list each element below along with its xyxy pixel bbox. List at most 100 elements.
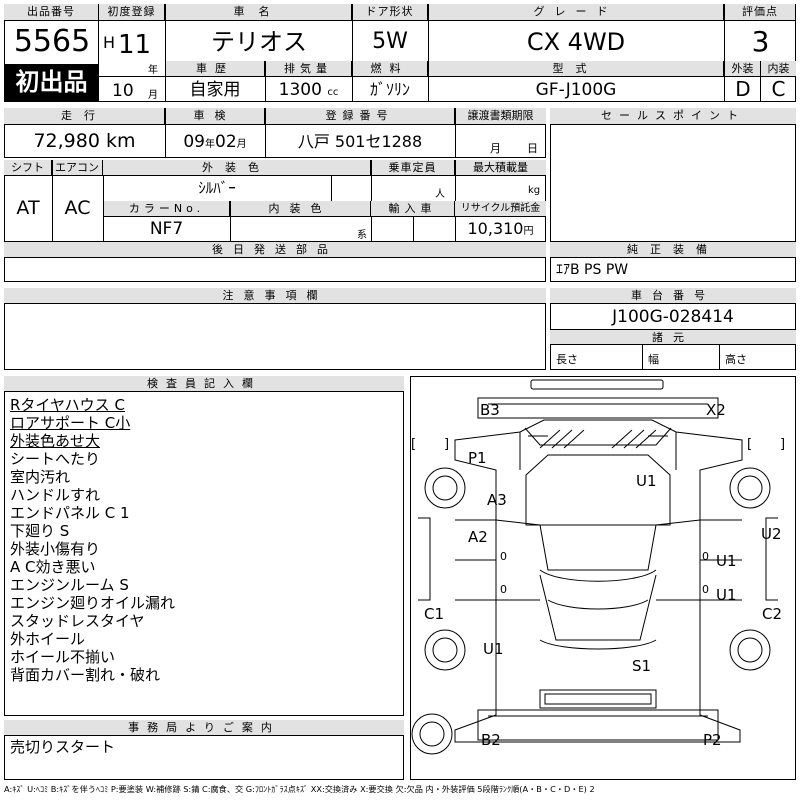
- inspector-line: 外装小傷有り: [10, 540, 101, 558]
- ext-color: ｼﾙﾊﾞｰ: [198, 179, 236, 197]
- car-name: テリオス: [211, 28, 307, 56]
- load-label: 最大積載量: [455, 160, 546, 176]
- load-unit: kg: [528, 185, 541, 196]
- first-listing-text: 初出品: [15, 68, 88, 96]
- displacement: 1300 cc: [265, 79, 352, 104]
- chassis-label: 車台番号: [550, 288, 796, 304]
- transfer-day-unit: 日: [527, 142, 538, 155]
- tire-zero-right-1: 0: [702, 550, 709, 563]
- inspection-label: 車検: [165, 108, 265, 125]
- insp-month-unit: 月: [236, 139, 247, 150]
- damage-code-x2: X2: [706, 401, 726, 419]
- bracket-open-left: [: [411, 437, 417, 452]
- genuine-label: 純正装備: [550, 242, 796, 258]
- inspector-line: エンジン廻りオイル漏れ: [10, 594, 176, 612]
- mileage: 72,980 km: [4, 128, 165, 154]
- inspector-line: 下廻り S: [10, 522, 70, 540]
- displacement-label: 排気量: [265, 61, 352, 77]
- int-color-label: 内装色: [230, 201, 371, 217]
- shift: AT: [16, 197, 40, 219]
- office-text: 売切りスタート: [10, 738, 116, 756]
- bracket-open-right: [: [747, 437, 753, 452]
- damage-code-a3: A3: [487, 491, 507, 509]
- inspector-line: シートへたり: [10, 450, 101, 468]
- inspector-line: ハンドルすれ: [10, 486, 101, 504]
- first-reg-month: 10: [112, 81, 134, 101]
- score: 3: [751, 25, 770, 58]
- recycle-value: 10,310: [467, 219, 524, 238]
- width-label: 幅: [648, 353, 659, 366]
- inspector-line: エンジンルーム S: [10, 576, 129, 594]
- tire-zero-left-1: 0: [500, 550, 507, 563]
- door: 5W: [372, 29, 408, 54]
- fuel: ｶﾞｿﾘﾝ: [369, 80, 410, 99]
- inspector-line: スタッドレスタイヤ: [10, 612, 145, 630]
- color-no: NF7: [149, 219, 184, 239]
- damage-code-b2: B2: [481, 731, 501, 749]
- first-reg-label: 初度登録: [99, 4, 165, 21]
- inspector-line: エンドパネル C 1: [10, 504, 130, 522]
- door-label: ドア形状: [352, 4, 428, 21]
- office-label: 事務局よりご案内: [4, 720, 404, 736]
- ac-label: エアコン: [52, 160, 103, 176]
- ac: AC: [64, 197, 91, 219]
- damage-code-c1: C1: [424, 605, 445, 623]
- displacement-unit: cc: [327, 87, 339, 98]
- interior-label: 内装: [761, 61, 796, 77]
- damage-code-p1: P1: [468, 449, 487, 467]
- model: GF-J100G: [535, 80, 617, 100]
- mileage-label: 走行: [4, 108, 165, 125]
- mileage-value: 72,980: [33, 130, 100, 152]
- transfer-month-unit: 月: [490, 142, 501, 155]
- int-color-unit: 系: [357, 230, 367, 241]
- lot-no: 5565: [13, 24, 91, 59]
- capacity-label: 乗車定員: [371, 160, 455, 176]
- damage-code-u1-lower-left: U1: [483, 640, 504, 658]
- genuine: ｴｱB PS PW: [556, 262, 629, 278]
- inspection: 09年02月: [165, 130, 265, 157]
- later-parts-label: 後日発送部品: [4, 242, 546, 258]
- reg-no-label: 登録番号: [265, 108, 455, 125]
- inspector-line: Rタイヤハウス C: [10, 396, 125, 414]
- insp-month: 02: [215, 132, 237, 152]
- insp-year-unit: 年: [205, 139, 215, 150]
- damage-code-u2: U2: [761, 525, 782, 543]
- mileage-unit: km: [106, 130, 136, 152]
- damage-code-u1-right-door-1: U1: [716, 552, 737, 570]
- damage-code-u1-hood: U1: [636, 472, 657, 490]
- history-label: 車歴: [165, 61, 265, 77]
- inspector-line: A C効き悪い: [10, 558, 96, 576]
- inspector-line: 背面カバー割れ・破れ: [10, 666, 161, 684]
- reg-no: 八戸 501セ1288: [297, 132, 423, 151]
- score-label: 評価点: [725, 4, 796, 21]
- displacement-value: 1300: [278, 80, 322, 100]
- capacity-unit: 人: [435, 189, 445, 200]
- tire-zero-right-2: 0: [702, 583, 709, 596]
- color-no-label: カラーNo.: [103, 201, 230, 217]
- dims-label: 諸元: [550, 329, 796, 345]
- era: H: [103, 33, 116, 52]
- lot-no-label: 出品番号: [4, 4, 99, 21]
- car-diagram-panel: [410, 376, 796, 780]
- import-label: 輸入車: [371, 201, 455, 217]
- car-name-label: 車名: [166, 4, 352, 21]
- car-diagram: [411, 379, 778, 755]
- inspector-line: 外装色あせ大: [10, 432, 101, 450]
- damage-code-u1-right-door-2: U1: [716, 586, 737, 604]
- year-unit: 年: [148, 65, 158, 76]
- damage-code-c2: C2: [762, 605, 783, 623]
- inspector-line: ロアサポート C小: [10, 414, 131, 432]
- inspector-line: 外ホイール: [10, 630, 86, 648]
- recycle-label: リサイクル預託金: [455, 201, 546, 217]
- chassis: J100G-028414: [612, 307, 734, 327]
- recycle: 10,310円: [455, 218, 546, 243]
- insp-year: 09: [183, 132, 205, 152]
- transfer-label: 譲渡書類期限: [455, 108, 546, 125]
- history: 自家用: [189, 80, 241, 100]
- inspector-label: 検査員記入欄: [4, 376, 404, 392]
- caution-label: 注意事項欄: [4, 288, 546, 304]
- recycle-unit: 円: [523, 226, 534, 237]
- exterior-label: 外装: [725, 61, 761, 77]
- inspector-line: ホイール不揃い: [10, 648, 116, 666]
- legend: A:ｷｽﾞ U:ﾍｺﾐ B:ｷｽﾞを伴うﾍｺﾐ P:要塗装 W:補修跡 S:錆 …: [4, 784, 595, 794]
